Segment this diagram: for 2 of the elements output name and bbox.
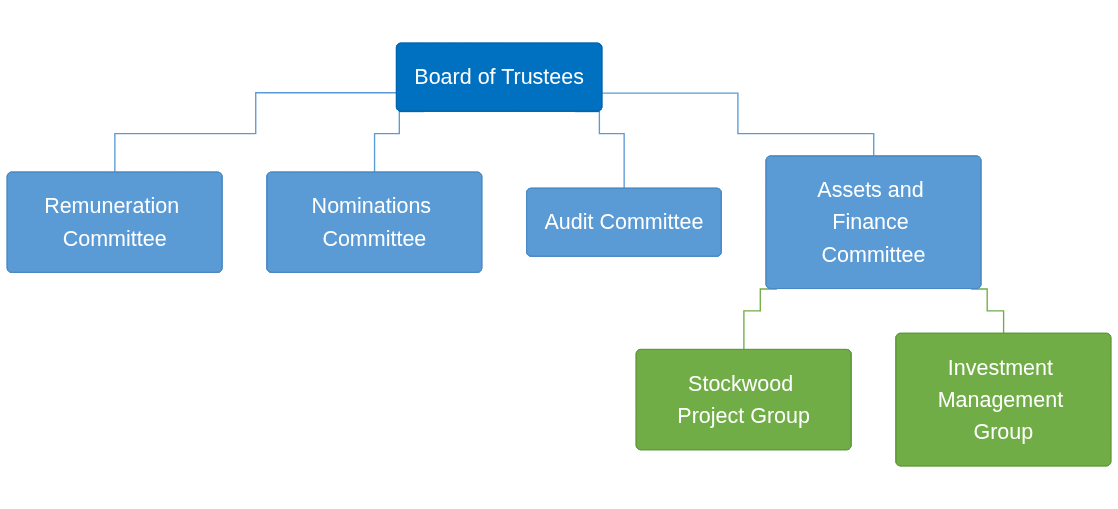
connector (114, 92, 398, 174)
connector (970, 288, 1005, 335)
